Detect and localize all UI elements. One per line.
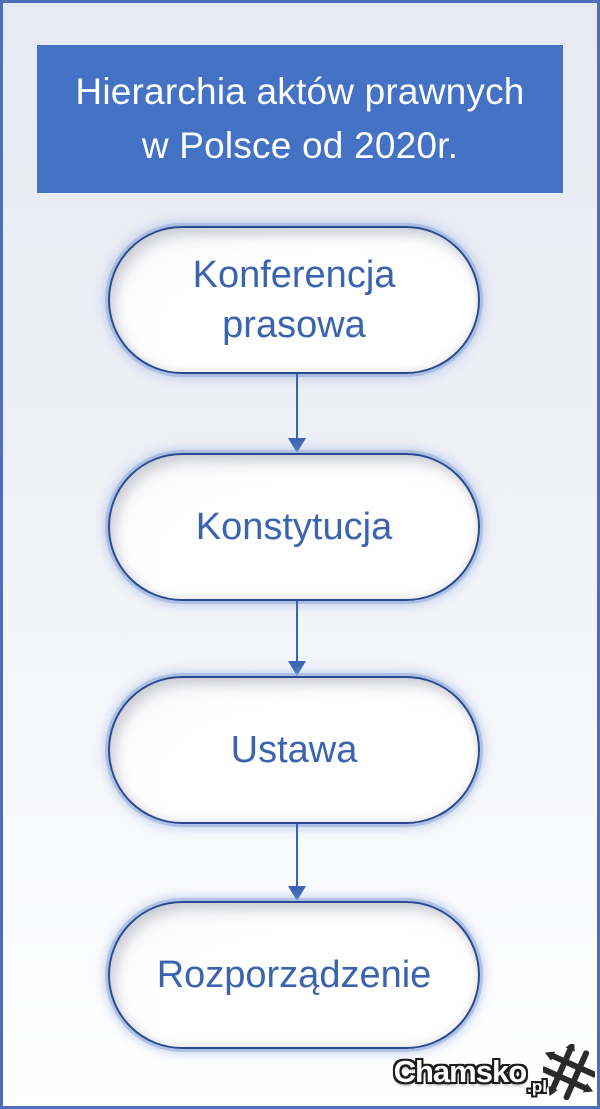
arrow-shaft <box>296 824 299 888</box>
arrow-down-icon <box>287 374 307 453</box>
node-ustawa: Ustawa <box>108 676 480 824</box>
node-konferencja-prasowa: Konferencja prasowa <box>108 226 480 374</box>
node-label: Ustawa <box>230 729 358 771</box>
watermark: Chamsko .pl <box>394 1044 595 1100</box>
watermark-name: Chamsko <box>393 1054 528 1089</box>
watermark-suffix: .pl <box>527 1077 547 1096</box>
node-konstytucja: Konstytucja <box>108 453 480 601</box>
arrow-down-icon <box>287 601 307 676</box>
node-label: Konstytucja <box>195 506 393 548</box>
title-banner: Hierarchia aktów prawnych w Polsce od 20… <box>37 45 563 193</box>
title-line-1: Hierarchia aktów prawnych <box>75 71 525 112</box>
arrow-head <box>288 661 306 676</box>
node-label: Konferencja prasowa <box>192 254 396 346</box>
arrow-head <box>288 886 306 901</box>
arrow-shaft <box>296 374 299 440</box>
arrow-down-icon <box>287 824 307 901</box>
arrow-head <box>288 438 306 453</box>
hash-crosshair-icon <box>543 1044 595 1100</box>
arrow-shaft <box>296 601 299 663</box>
node-label: Rozporządzenie <box>156 954 432 996</box>
title-line-2: w Polsce od 2020r. <box>141 125 459 166</box>
node-rozporzadzenie: Rozporządzenie <box>108 901 480 1049</box>
